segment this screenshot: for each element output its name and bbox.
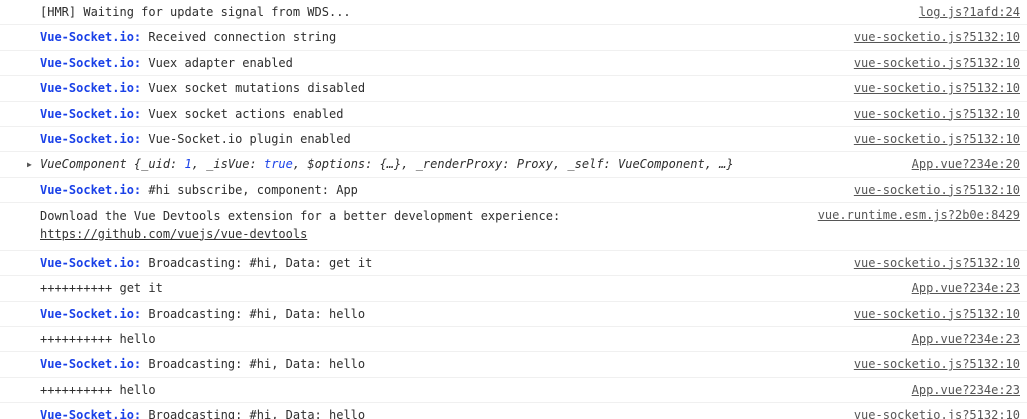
message-text: Download the Vue Devtools extension for … <box>40 209 561 224</box>
console-log-row: ++++++++++ hello App.vue?234e:23 <box>0 377 1027 404</box>
console-log-row: Vue-Socket.io: Vue-Socket.io plugin enab… <box>0 126 1027 153</box>
log-message: Vue-Socket.io: Broadcasting: #hi, Data: … <box>0 403 838 419</box>
console-log-row: Vue-Socket.io: Vuex socket actions enabl… <box>0 101 1027 127</box>
console-log-row: ▶ VueComponent {_uid: 1, _isVue: true, $o… <box>0 152 1027 178</box>
log-message: Vue-Socket.io: Vue-Socket.io plugin enab… <box>0 127 838 152</box>
message-text: , _isVue: <box>191 157 264 172</box>
log-message: ▶ VueComponent {_uid: 1, _isVue: true, $o… <box>0 152 896 177</box>
message-text: Broadcasting: #hi, Data: get it <box>141 255 373 270</box>
message-text: Vue-Socket.io plugin enabled <box>141 131 351 146</box>
source-location-link[interactable]: vue-socketio.js?5132:10 <box>853 255 1020 270</box>
log-message: Vue-Socket.io: Vuex socket mutations dis… <box>0 76 838 101</box>
message-text: Vuex socket mutations disabled <box>141 81 366 96</box>
source-location-link[interactable]: vue-socketio.js?5132:10 <box>853 55 1020 70</box>
console-log-row: [HMR] Waiting for update signal from WDS… <box>0 0 1027 26</box>
log-message: Vue-Socket.io: Vuex socket actions enabl… <box>0 102 838 127</box>
source-location-link[interactable]: vue-socketio.js?5132:10 <box>853 30 1020 45</box>
source-location-link[interactable]: vue-socketio.js?5132:10 <box>853 81 1020 96</box>
source-location-link[interactable]: log.js?1afd:24 <box>918 5 1020 19</box>
message-url-link[interactable]: https://github.com/vuejs/vue-devtools <box>40 226 308 241</box>
message-text: , $options: {…}, _renderProxy: Proxy, _s… <box>292 157 734 172</box>
vue-socketio-prefix: Vue-Socket.io: <box>40 408 142 419</box>
message-text: Broadcasting: #hi, Data: hello <box>141 408 366 419</box>
source-location-link[interactable]: vue-socketio.js?5132:10 <box>853 357 1020 372</box>
expand-triangle-icon[interactable]: ▶ <box>27 160 32 170</box>
console-log-row: Download the Vue Devtools extension for … <box>0 203 1027 251</box>
vue-socketio-prefix: Vue-Socket.io: <box>40 106 142 121</box>
message-text: #hi subscribe, component: App <box>141 182 358 197</box>
vue-socketio-prefix: Vue-Socket.io: <box>40 81 142 96</box>
message-text: [HMR] Waiting for update signal from WDS… <box>40 5 351 19</box>
source-location-link[interactable]: vue-socketio.js?5132:10 <box>853 306 1020 321</box>
log-message: ++++++++++ hello <box>0 327 896 352</box>
vue-socketio-prefix: Vue-Socket.io: <box>40 55 142 70</box>
log-message: Vue-Socket.io: Broadcasting: #hi, Data: … <box>0 302 838 327</box>
source-location-link[interactable]: vue-socketio.js?5132:10 <box>853 182 1020 197</box>
source-location-link[interactable]: App.vue?234e:20 <box>911 157 1020 172</box>
vue-socketio-prefix: Vue-Socket.io: <box>40 131 142 146</box>
message-text: Broadcasting: #hi, Data: hello <box>141 357 366 372</box>
log-message: Download the Vue Devtools extension for … <box>0 203 802 243</box>
source-location-link[interactable]: App.vue?234e:23 <box>911 281 1020 296</box>
console-log-row: Vue-Socket.io: Broadcasting: #hi, Data: … <box>0 301 1027 327</box>
log-message: ++++++++++ hello <box>0 378 896 403</box>
console-log-row: Vue-Socket.io: Broadcasting: #hi, Data: … <box>0 250 1027 277</box>
message-text: Vuex socket actions enabled <box>141 106 344 121</box>
message-text: ++++++++++ hello <box>40 382 156 397</box>
log-message: Vue-Socket.io: #hi subscribe, component:… <box>0 178 838 203</box>
vue-socketio-prefix: Vue-Socket.io: <box>40 30 142 45</box>
message-text: ++++++++++ hello <box>40 331 156 346</box>
console-log-row: Vue-Socket.io: Vuex socket mutations dis… <box>0 76 1027 102</box>
message-text: Received connection string <box>141 30 337 45</box>
source-location-link[interactable]: App.vue?234e:23 <box>911 382 1020 397</box>
console-log-row: ++++++++++ hello App.vue?234e:23 <box>0 326 1027 353</box>
vue-socketio-prefix: Vue-Socket.io: <box>40 182 142 197</box>
vue-socketio-prefix: Vue-Socket.io: <box>40 357 142 372</box>
console-log-row: Vue-Socket.io: Received connection strin… <box>0 25 1027 51</box>
message-text: ++++++++++ get it <box>40 281 163 296</box>
console-log-row: Vue-Socket.io: Broadcasting: #hi, Data: … <box>0 352 1027 378</box>
message-text: 1 <box>184 157 192 172</box>
vue-socketio-prefix: Vue-Socket.io: <box>40 306 142 321</box>
console-log-row: Vue-Socket.io: Broadcasting: #hi, Data: … <box>0 403 1027 419</box>
log-message: Vue-Socket.io: Broadcasting: #hi, Data: … <box>0 251 838 276</box>
source-location-link[interactable]: App.vue?234e:23 <box>911 331 1020 346</box>
log-message: ++++++++++ get it <box>0 276 896 301</box>
log-message: Vue-Socket.io: Broadcasting: #hi, Data: … <box>0 352 838 377</box>
source-location-link[interactable]: vue-socketio.js?5132:10 <box>853 106 1020 121</box>
message-text: Vuex adapter enabled <box>141 55 293 70</box>
log-message: [HMR] Waiting for update signal from WDS… <box>0 0 903 25</box>
source-location-link[interactable]: vue.runtime.esm.js?2b0e:8429 <box>817 208 1020 223</box>
source-location-link[interactable]: vue-socketio.js?5132:10 <box>853 131 1020 146</box>
console-log-row: Vue-Socket.io: Vuex adapter enabled vue-s… <box>0 50 1027 77</box>
log-message: Vue-Socket.io: Vuex adapter enabled <box>0 51 838 76</box>
message-text: Broadcasting: #hi, Data: hello <box>141 306 366 321</box>
message-text: VueComponent {_uid: <box>40 157 185 172</box>
source-location-link[interactable]: vue-socketio.js?5132:10 <box>853 408 1020 419</box>
console-log-row: Vue-Socket.io: #hi subscribe, component:… <box>0 177 1027 204</box>
console-log-row: ++++++++++ get it App.vue?234e:23 <box>0 276 1027 302</box>
vue-socketio-prefix: Vue-Socket.io: <box>40 255 142 270</box>
log-message: Vue-Socket.io: Received connection strin… <box>0 25 838 50</box>
message-text: true <box>263 157 293 172</box>
